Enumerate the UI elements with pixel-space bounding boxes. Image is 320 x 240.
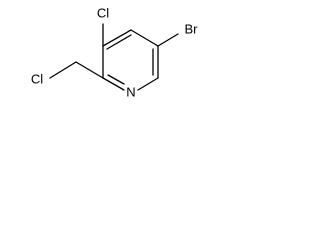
bond-n-c2 [102, 77, 125, 91]
bond-c6-n [137, 77, 159, 91]
bond-c4-c5 [130, 29, 159, 47]
atom-label-cl-methyl: Cl [31, 71, 43, 86]
structure-diagram: Cl Br Cl N [31, 5, 199, 99]
bond-c5-br [157, 33, 179, 47]
atom-label-br: Br [185, 21, 199, 36]
bond-c2-ch2 [75, 61, 104, 79]
atom-label-cl-ring: Cl [97, 5, 109, 20]
bond-n-c2-inner [107, 74, 125, 85]
bond-ch2-cl [49, 61, 77, 79]
bond-c3-c4 [102, 29, 132, 47]
atom-label-n: N [126, 84, 135, 99]
bond-c3-c4-inner [106, 34, 132, 50]
